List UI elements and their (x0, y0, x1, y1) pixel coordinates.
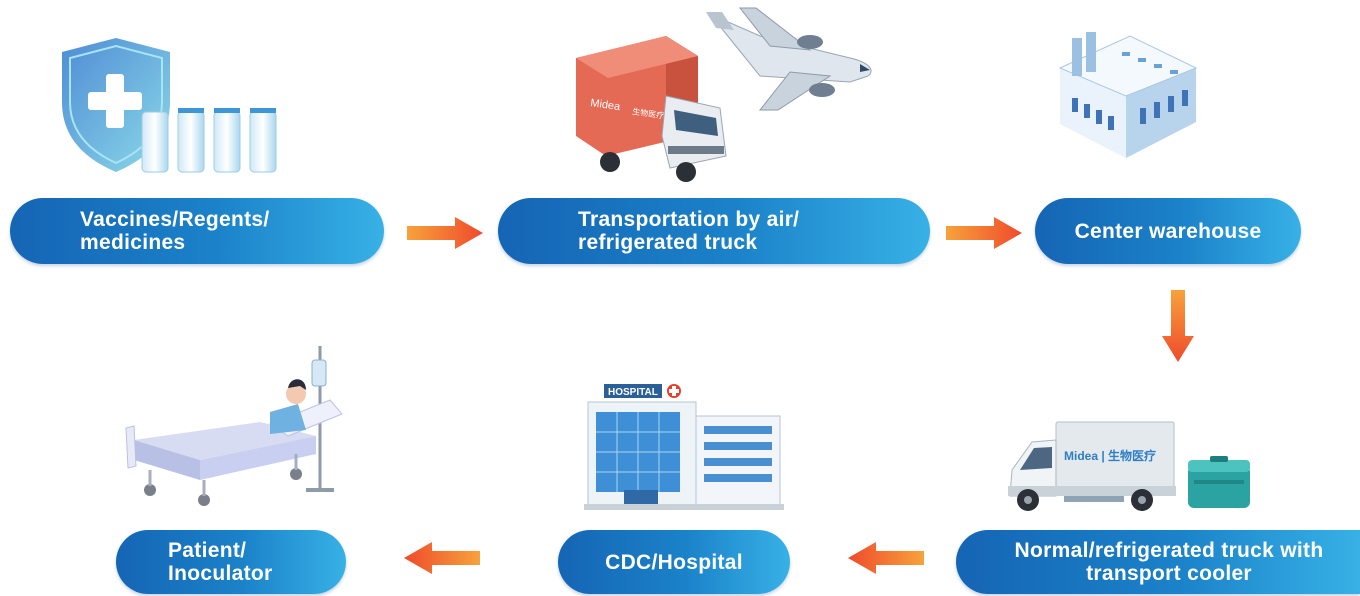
van-and-cooler-icon: Midea | 生物医疗 (1008, 421, 1250, 511)
step-normal-truck-label: Normal/refrigerated truck with transport… (1014, 539, 1324, 585)
step-cdc-hospital: CDC/Hospital (558, 530, 790, 594)
step-transportation: Transportation by air/ refrigerated truc… (498, 198, 930, 264)
step-patient-label: Patient/ Inoculator (168, 539, 273, 585)
step-center-warehouse-label: Center warehouse (1074, 219, 1262, 243)
vaccine-shield-icon (62, 38, 277, 173)
step-vaccines: Vaccines/Regents/ medicines (10, 198, 384, 264)
patient-bed-icon (125, 346, 343, 506)
arrow-down-icon (1162, 290, 1194, 362)
step-vaccines-label: Vaccines/Regents/ medicines (80, 208, 270, 254)
step-patient: Patient/ Inoculator (116, 530, 346, 594)
step-transportation-label: Transportation by air/ refrigerated truc… (578, 208, 800, 254)
truck-brand-cn-text: 生物医疗 (632, 106, 665, 120)
warehouse-icon (1058, 32, 1198, 158)
arrow-left-icon (404, 542, 480, 574)
truck-brand-text: Midea (590, 97, 622, 113)
arrow-right-icon (407, 217, 483, 249)
step-cdc-hospital-label: CDC/Hospital (605, 550, 743, 574)
hospital-sign-text: HOSPITAL (608, 387, 658, 398)
van-brand-text: Midea | 生物医疗 (1064, 448, 1156, 463)
hospital-icon: HOSPITAL (584, 384, 784, 510)
plane-and-truck-icon: Midea 生物医疗 (576, 7, 872, 182)
step-center-warehouse: Center warehouse (1035, 198, 1301, 264)
arrow-right-icon (946, 217, 1022, 249)
step-normal-truck: Normal/refrigerated truck with transport… (956, 530, 1360, 594)
arrow-left-icon (848, 542, 924, 574)
